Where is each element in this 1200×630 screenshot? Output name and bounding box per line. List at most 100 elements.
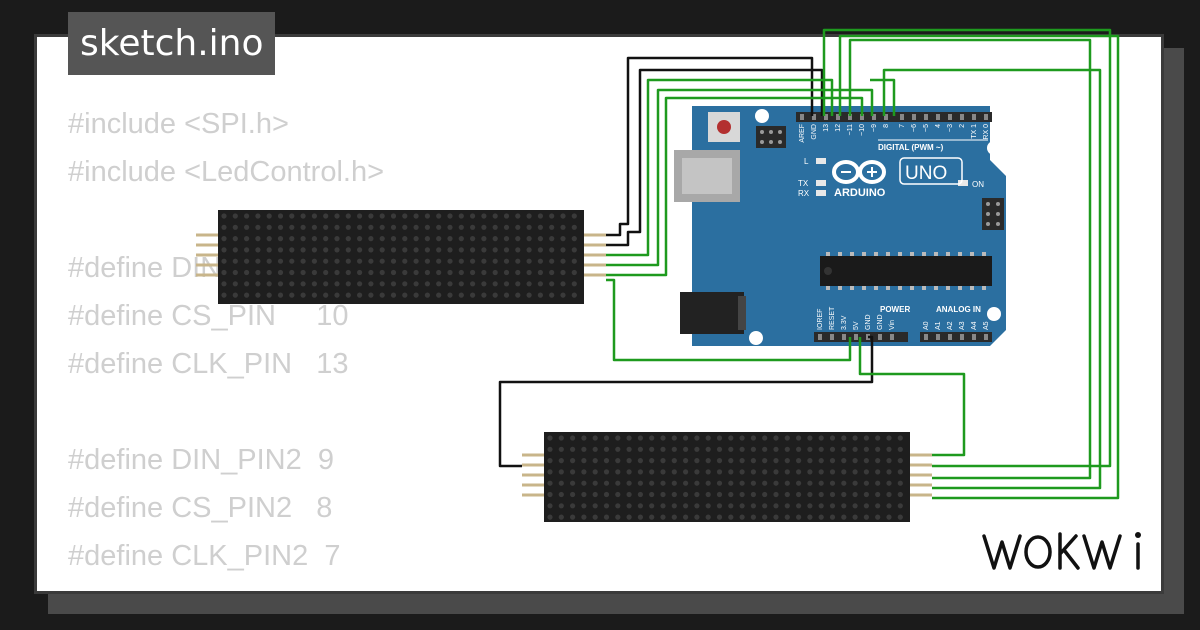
matrix-led [560, 281, 566, 287]
matrix-led [492, 224, 498, 230]
digital-pin[interactable] [872, 114, 876, 120]
wire-gnd-matrix2[interactable] [498, 335, 874, 468]
analog-pin[interactable] [924, 334, 928, 340]
analog-pin[interactable] [936, 334, 940, 340]
digital-pin[interactable] [884, 114, 888, 120]
matrix-led [603, 491, 610, 498]
matrix-led [716, 491, 723, 498]
power-pin[interactable] [890, 334, 894, 340]
digital-pin[interactable] [824, 114, 828, 120]
file-tab[interactable]: sketch.ino [68, 12, 276, 75]
power-pin[interactable] [842, 334, 846, 340]
led-matrix-2[interactable] [522, 432, 932, 522]
matrix-led [289, 292, 295, 298]
analog-pin[interactable] [984, 334, 988, 340]
tx-led-label: TX [798, 179, 809, 188]
wire-cs-matrix2[interactable] [848, 38, 1092, 480]
wires [498, 28, 1120, 500]
matrix-led [875, 514, 881, 520]
matrix-led [379, 213, 385, 219]
wire-cs-matrix1[interactable] [606, 88, 874, 267]
matrix-led [807, 514, 813, 520]
matrix-led [470, 258, 476, 264]
power-pin-label: RESET [829, 306, 836, 330]
matrix-led [558, 503, 564, 509]
analog-pin[interactable] [972, 334, 976, 340]
mount-hole [987, 307, 1001, 321]
wire-din-matrix2[interactable] [838, 34, 1120, 500]
matrix-led [716, 446, 723, 452]
analog-pin-label: A3 [959, 321, 966, 330]
matrix-led [683, 491, 689, 498]
matrix-led [637, 469, 644, 475]
matrix-led [402, 224, 408, 230]
digital-pin[interactable] [860, 114, 864, 120]
matrix-led [526, 247, 532, 253]
digital-pin[interactable] [984, 114, 988, 120]
matrix-led [345, 269, 351, 276]
power-pin[interactable] [818, 334, 822, 340]
wire-din-matrix1[interactable] [606, 78, 834, 257]
wire-vcc-matrix1[interactable] [606, 68, 824, 247]
matrix-led [784, 446, 790, 452]
matrix-led [255, 258, 261, 264]
matrix-led [266, 224, 272, 230]
matrix-led [345, 213, 351, 219]
matrix-led [660, 480, 666, 486]
matrix-led [841, 491, 847, 498]
digital-pin[interactable] [836, 114, 840, 120]
matrix-led [447, 213, 453, 219]
matrix-led [289, 258, 295, 264]
analog-pin[interactable] [948, 334, 952, 340]
matrix-led [447, 236, 453, 242]
arduino-logo [832, 160, 886, 184]
matrix-led [323, 292, 329, 298]
matrix-led [379, 292, 385, 298]
matrix-led [492, 236, 498, 242]
matrix-led [750, 480, 757, 486]
wire-gnd2-matrix2[interactable] [822, 28, 1112, 468]
matrix-led [311, 224, 317, 230]
analog-pin[interactable] [960, 334, 964, 340]
digital-pin-label: ~9 [871, 124, 878, 132]
digital-pin[interactable] [936, 114, 940, 120]
matrix-led [547, 491, 553, 498]
led-matrix-1[interactable] [196, 210, 606, 304]
digital-pin[interactable] [924, 114, 928, 120]
digital-pin[interactable] [800, 114, 804, 120]
digital-pin-label: 12 [835, 124, 842, 132]
power-pin[interactable] [854, 334, 858, 340]
matrix-led [300, 224, 306, 230]
matrix-led [603, 480, 610, 486]
matrix-led [829, 514, 836, 520]
matrix-led [649, 514, 655, 520]
matrix-led [402, 269, 408, 276]
power-pin[interactable] [830, 334, 834, 340]
matrix-led [300, 292, 306, 298]
wire-5v-matrix2[interactable] [858, 337, 966, 457]
digital-pin[interactable] [812, 114, 816, 120]
matrix-led [558, 514, 564, 520]
matrix-led [345, 281, 351, 287]
wire-clk-matrix2[interactable] [882, 68, 1102, 490]
power-pin[interactable] [878, 334, 882, 340]
reset-button-cap[interactable] [717, 120, 731, 134]
digital-pin[interactable] [900, 114, 904, 120]
matrix-led [570, 480, 576, 486]
digital-pin[interactable] [912, 114, 916, 120]
matrix-led [526, 258, 532, 264]
matrix-led [481, 269, 487, 276]
matrix-led [581, 469, 587, 475]
wire-clk-matrix1[interactable] [606, 96, 864, 277]
matrix-led [875, 503, 881, 509]
digital-pin[interactable] [972, 114, 976, 120]
matrix-led [492, 213, 498, 219]
wire-gnd-matrix1[interactable] [606, 56, 814, 237]
matrix-led [526, 224, 532, 230]
digital-pin[interactable] [848, 114, 852, 120]
matrix-led [818, 480, 824, 486]
digital-pin[interactable] [948, 114, 952, 120]
wire-5v-matrix1[interactable] [606, 278, 852, 362]
digital-pin[interactable] [960, 114, 964, 120]
